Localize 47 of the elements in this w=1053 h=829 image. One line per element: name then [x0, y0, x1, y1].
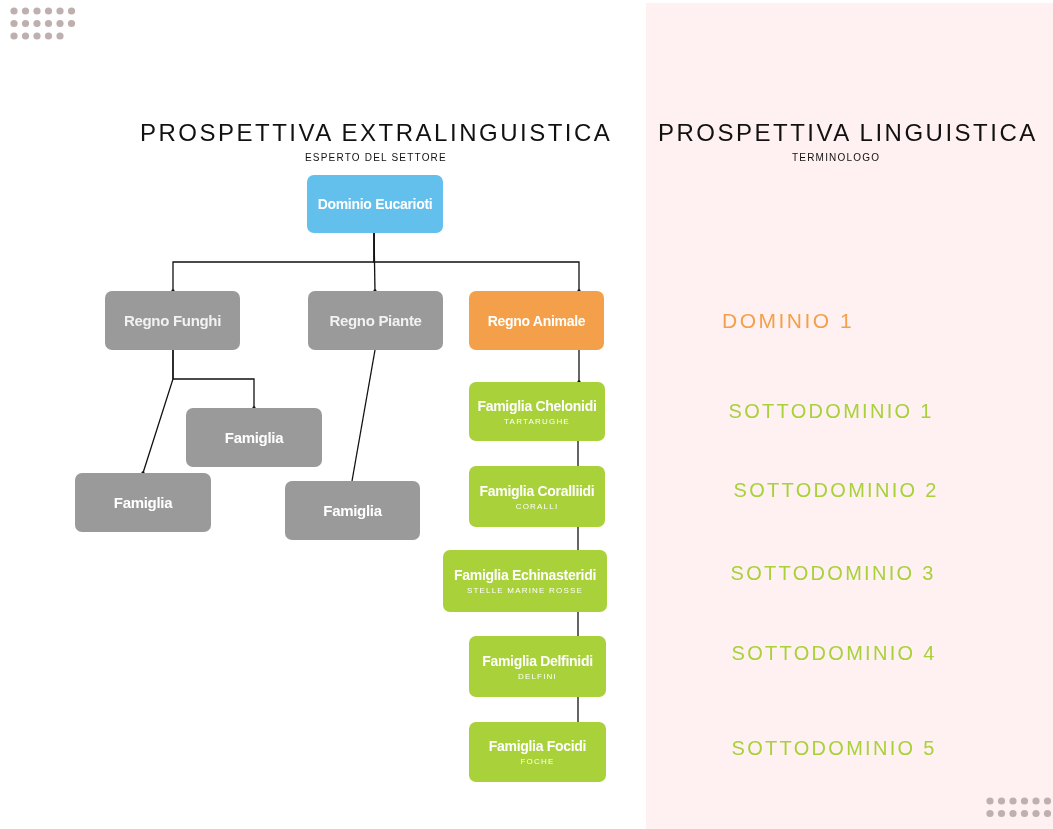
node-title: Dominio Eucarioti [317, 196, 433, 212]
subdomain-label: SOTTODOMINIO 4 [731, 642, 937, 665]
node-subtitle: STELLE MARINE ROSSE [466, 586, 584, 595]
family-box [443, 550, 607, 612]
kingdom-box [308, 291, 443, 350]
connector-line [577, 611, 579, 637]
section-heading: PROSPETTIVA EXTRALINGUISTICA [140, 119, 613, 147]
connector-line [141, 349, 174, 475]
section-subheading: ESPERTO DEL SETTORE [305, 152, 447, 163]
subdomain-label: SOTTODOMINIO 3 [730, 562, 936, 585]
node-title: Famiglia [224, 429, 284, 446]
connector-line [351, 349, 376, 482]
family-box [469, 466, 605, 527]
domain-box [307, 175, 443, 233]
kingdom-box [469, 291, 604, 350]
node-title: Famiglia Delfinidi [482, 652, 593, 669]
domain-label: DOMINIO 1 [722, 309, 855, 333]
family-box [469, 636, 606, 697]
connector-line [577, 440, 579, 467]
family-box [469, 382, 605, 441]
connector-line [577, 526, 579, 551]
section-heading: PROSPETTIVA LINGUISTICA [658, 119, 1038, 147]
node-title: Famiglia Coralliidi [479, 482, 595, 499]
section-subheading: TERMINOLOGO [792, 152, 881, 163]
node-title: Regno Funghi [123, 312, 222, 329]
node-subtitle: CORALLI [515, 501, 559, 511]
subdomain-label: SOTTODOMINIO 2 [733, 479, 939, 502]
node-title: Famiglia [113, 494, 173, 511]
connector-line [373, 232, 581, 293]
node-subtitle: FOCHE [520, 757, 555, 766]
node-title: Famiglia [323, 502, 382, 519]
family-box [469, 722, 606, 782]
kingdom-box [105, 291, 240, 350]
subdomain-label: SOTTODOMINIO 1 [728, 400, 934, 423]
node-title: Regno Piante [329, 312, 422, 329]
family-box [75, 473, 211, 532]
family-box [285, 481, 420, 540]
family-box [186, 408, 322, 467]
node-subtitle: TARTARUGHE [504, 416, 570, 426]
node-title: Regno Animale [487, 312, 586, 329]
node-subtitle: DELFINI [517, 671, 558, 681]
connector-line [577, 349, 581, 384]
connector-line [577, 696, 579, 723]
node-title: Famiglia Focidi [488, 738, 587, 754]
node-title: Famiglia Chelonidi [477, 397, 597, 414]
node-title: Famiglia Echinasteridi [454, 567, 596, 583]
subdomain-label: SOTTODOMINIO 5 [731, 737, 937, 760]
